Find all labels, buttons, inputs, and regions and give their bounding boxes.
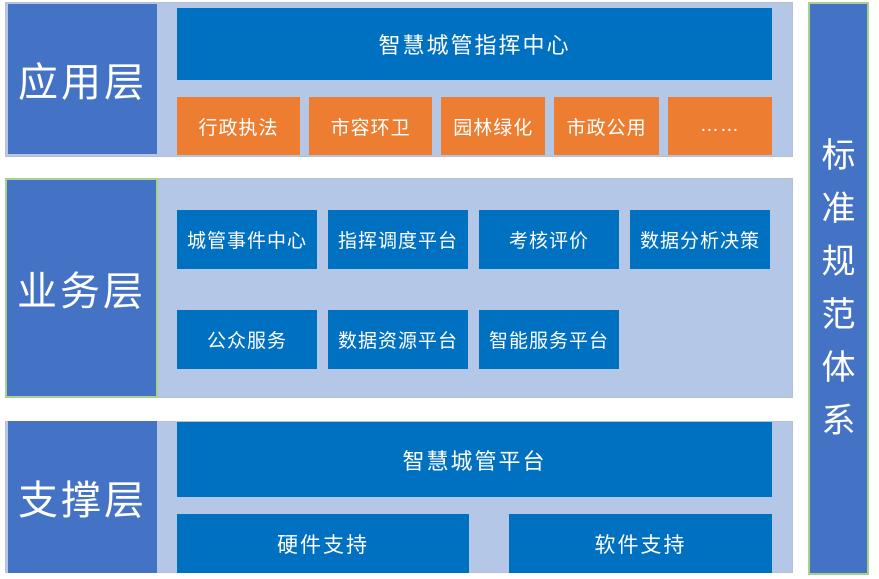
application-modules-row: 行政执法 市容环卫 园林绿化 市政公用 …… — [177, 97, 773, 155]
command-center-banner: 智慧城管指挥中心 — [177, 8, 772, 80]
standards-system-bar: 标准规范体系 — [808, 2, 869, 575]
business-modules-row-2: 公众服务 数据资源平台 智能服务平台 — [177, 310, 619, 369]
smart-platform-banner: 智慧城管平台 — [177, 422, 772, 497]
module-city-sanitation: 市容环卫 — [309, 97, 433, 155]
module-software-support: 软件支持 — [509, 514, 772, 573]
support-layer-label: 支撑层 — [8, 421, 157, 573]
module-event-center: 城管事件中心 — [177, 210, 317, 269]
module-landscaping: 园林绿化 — [441, 97, 546, 155]
business-layer-label: 业务层 — [5, 178, 158, 398]
module-smart-service-platform: 智能服务平台 — [479, 310, 619, 369]
standards-system-label: 标准规范体系 — [821, 136, 856, 440]
module-municipal-utilities: 市政公用 — [554, 97, 659, 155]
module-hardware-support: 硬件支持 — [177, 514, 469, 573]
module-dispatch-platform: 指挥调度平台 — [328, 210, 468, 269]
module-more-ellipsis: …… — [667, 97, 773, 155]
module-data-resource-platform: 数据资源平台 — [328, 310, 468, 369]
module-administrative-enforcement: 行政执法 — [177, 97, 301, 155]
business-modules-row-1: 城管事件中心 指挥调度平台 考核评价 数据分析决策 — [177, 210, 770, 269]
module-data-analysis-decision: 数据分析决策 — [630, 210, 770, 269]
application-layer-label: 应用层 — [8, 4, 157, 154]
module-assessment-evaluation: 考核评价 — [479, 210, 619, 269]
module-public-service: 公众服务 — [177, 310, 317, 369]
